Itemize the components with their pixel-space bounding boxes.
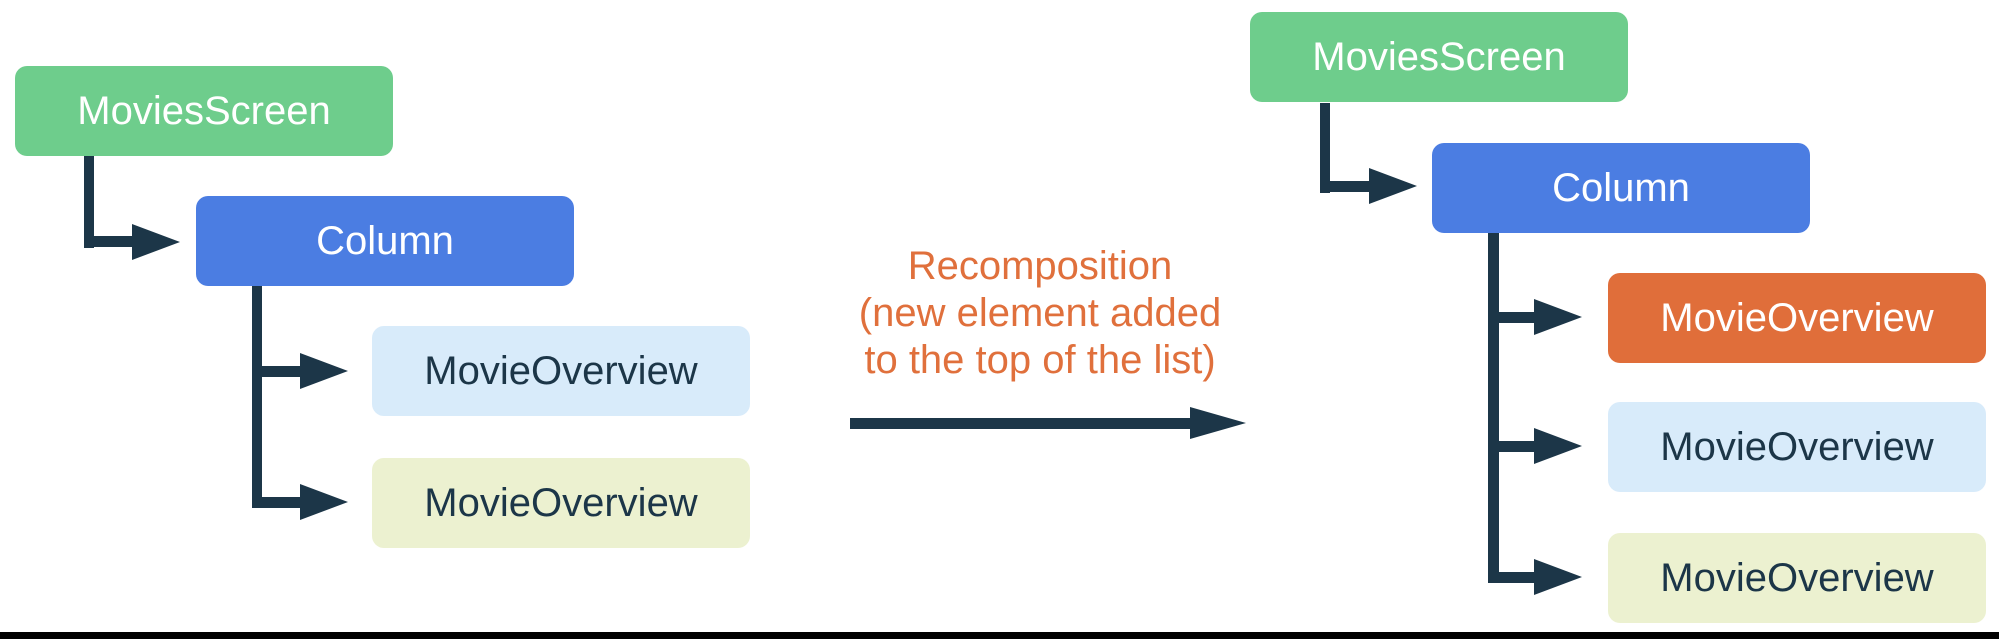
recomposition-caption-line-3: to the top of the list) bbox=[864, 338, 1216, 382]
node-movieoverview-new: MovieOverview bbox=[1608, 273, 1986, 363]
connector-arrowhead-icon bbox=[300, 353, 348, 389]
connector-line bbox=[84, 156, 94, 248]
node-movieoverview-before-2: MovieOverview bbox=[372, 458, 750, 548]
node-moviesscreen-before: MoviesScreen bbox=[15, 66, 393, 156]
connector-line bbox=[252, 366, 300, 377]
connector-arrowhead-icon bbox=[1369, 168, 1417, 204]
node-movieoverview-after-3: MovieOverview bbox=[1608, 533, 1986, 623]
connector-arrowhead-icon bbox=[1534, 299, 1582, 335]
node-movieoverview-before-1: MovieOverview bbox=[372, 326, 750, 416]
recomposition-caption: Recomposition (new element added to the … bbox=[810, 243, 1270, 384]
bottom-border bbox=[0, 632, 1999, 639]
recomposition-arrow-head-icon bbox=[1190, 407, 1246, 439]
connector-line bbox=[1320, 181, 1369, 192]
connector-arrowhead-icon bbox=[1534, 428, 1582, 464]
connector-line bbox=[252, 497, 300, 508]
connector-line bbox=[1488, 572, 1534, 583]
connector-arrowhead-icon bbox=[1534, 559, 1582, 595]
recomposition-caption-line-1: Recomposition bbox=[907, 244, 1173, 288]
connector-arrowhead-icon bbox=[300, 484, 348, 520]
node-moviesscreen-after: MoviesScreen bbox=[1250, 12, 1628, 102]
connector-line bbox=[84, 236, 132, 247]
node-movieoverview-after-2: MovieOverview bbox=[1608, 402, 1986, 492]
connector-line bbox=[252, 286, 262, 508]
recomposition-caption-line-2: (new element added bbox=[858, 291, 1222, 335]
node-column-after: Column bbox=[1432, 143, 1810, 233]
connector-arrowhead-icon bbox=[132, 224, 180, 260]
connector-line bbox=[1488, 233, 1499, 583]
connector-line bbox=[1488, 441, 1534, 452]
recomposition-arrow bbox=[850, 418, 1192, 429]
connector-line bbox=[1320, 103, 1330, 193]
node-column-before: Column bbox=[196, 196, 574, 286]
connector-line bbox=[1488, 312, 1534, 323]
